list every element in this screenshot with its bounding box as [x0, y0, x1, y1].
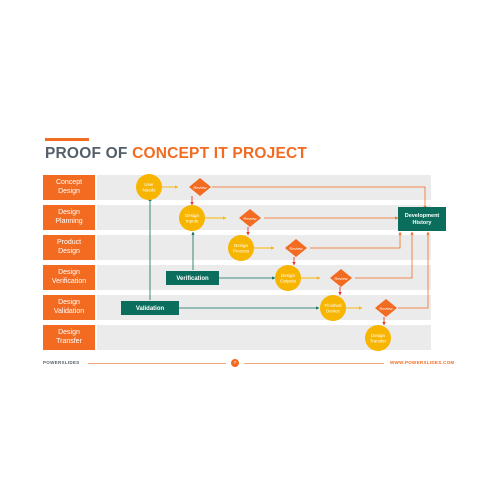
node-line: Finished	[324, 303, 342, 308]
footer-line-right	[244, 363, 384, 364]
page-number: 7	[231, 359, 239, 367]
page-title: PROOF OF CONCEPT IT PROJECT	[45, 145, 307, 163]
title-part-1: PROOF OF	[45, 145, 128, 162]
node-line: User	[144, 182, 154, 187]
node-line: Device	[326, 309, 340, 314]
validation-box	[121, 301, 179, 315]
connector-line	[310, 231, 402, 249]
stage-label-design-verification: Design Verification	[43, 265, 95, 290]
connector-line	[398, 231, 430, 309]
node-design-transfer	[365, 325, 391, 351]
node-line: Design	[185, 213, 200, 218]
stage-label-text: Design Transfer	[56, 329, 82, 345]
connector-line	[355, 231, 414, 279]
node-finished-device	[320, 295, 346, 321]
connector-line	[212, 186, 427, 210]
review-diamond	[239, 209, 261, 227]
stage-label-text: Design Verification	[51, 269, 87, 285]
box-line: History	[413, 220, 433, 226]
stage-label-design-planning: Design Planning	[43, 205, 95, 230]
lane-product-design	[97, 235, 431, 260]
footer-line-left	[88, 363, 226, 364]
stage-label-text: Concept Design	[55, 179, 83, 195]
node-line: Outputs	[280, 279, 297, 284]
node-line: Inputs	[186, 219, 199, 224]
node-design-process	[228, 235, 254, 261]
stage-label-design-validation: Design Validation	[43, 295, 95, 320]
footer-brand: POWERSLIDES	[43, 360, 80, 365]
review-diamond	[330, 269, 352, 287]
review-diamond	[285, 239, 307, 257]
verification-label: Verification	[176, 276, 209, 282]
footer-website: WWW.POWERSLIDES.COM	[390, 360, 455, 365]
node-line: Design	[234, 243, 249, 248]
review-label: Review	[289, 246, 302, 251]
review-label: Review	[243, 216, 256, 221]
node-line: Needs	[142, 188, 156, 193]
node-line: Design	[371, 333, 386, 338]
lane-design-planning	[97, 205, 431, 230]
stage-label-design-transfer: Design Transfer	[43, 325, 95, 350]
review-diamond	[189, 178, 211, 196]
stage-label-concept-design: Concept Design	[43, 175, 95, 200]
node-design-outputs	[275, 265, 301, 291]
node-line: Design	[281, 273, 296, 278]
stage-label-text: Design Planning	[55, 209, 83, 225]
node-line: Process	[233, 249, 250, 254]
lane-design-verification	[97, 265, 431, 290]
box-line: Development	[405, 213, 440, 219]
stage-label-text: Product Design	[56, 239, 82, 255]
review-diamond	[375, 299, 397, 317]
title-accent-bar	[45, 138, 89, 141]
development-history-box	[398, 207, 446, 231]
review-label: Review	[193, 185, 206, 190]
verification-box	[166, 271, 219, 285]
stage-label-text: Design Validation	[53, 299, 85, 315]
node-line: Transfer	[370, 339, 387, 344]
review-label: Review	[334, 276, 347, 281]
stage-label-product-design: Product Design	[43, 235, 95, 260]
title-part-2: CONCEPT IT PROJECT	[132, 145, 308, 162]
validation-label: Validation	[136, 306, 165, 312]
node-design-inputs	[179, 205, 205, 231]
node-user-needs	[136, 174, 162, 200]
review-label: Review	[379, 306, 392, 311]
